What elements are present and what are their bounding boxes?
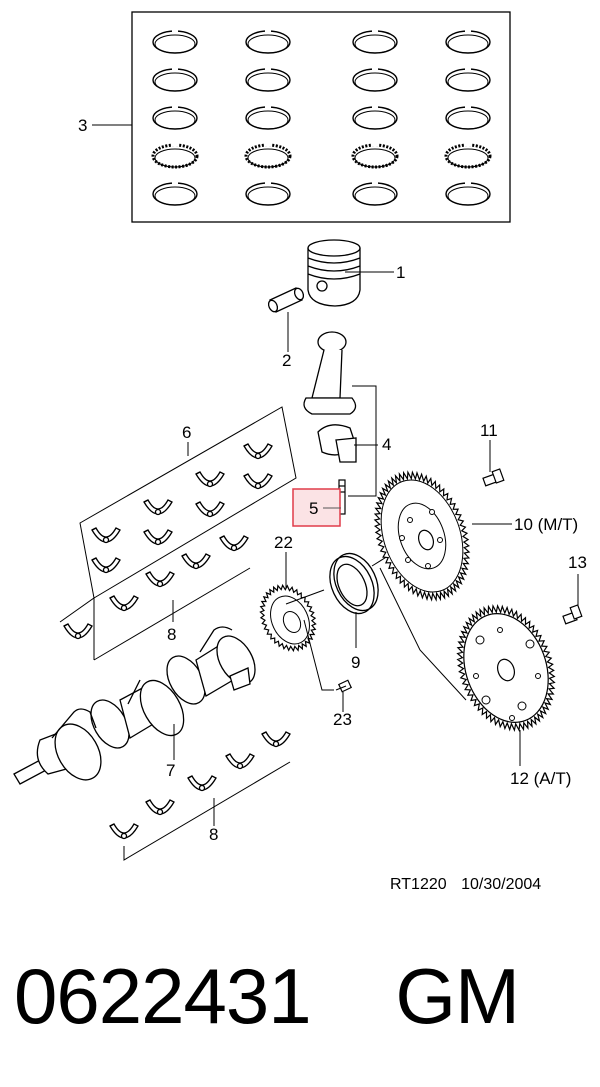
reference-date: 10/30/2004 xyxy=(461,876,542,893)
piston-ring xyxy=(352,105,398,130)
main-bearing-upper-set xyxy=(59,535,251,661)
piston-ring xyxy=(244,143,292,169)
rod-bearing-set xyxy=(79,406,297,599)
connecting-rod xyxy=(303,331,357,463)
reference-code: RT1220 xyxy=(390,876,447,893)
bearing-shell xyxy=(91,557,121,574)
bearing-shell xyxy=(181,553,211,570)
flywheel-mt xyxy=(373,470,471,602)
bearing-shell xyxy=(261,731,291,748)
main-bearing-lower-set xyxy=(109,731,291,861)
callout-6[interactable]: 6 xyxy=(182,423,191,442)
piston-ring-set xyxy=(131,11,511,223)
piston-ring xyxy=(351,143,399,169)
piston-ring xyxy=(444,143,492,169)
callout-1[interactable]: 1 xyxy=(396,263,405,282)
sprocket-bolt xyxy=(335,679,353,693)
bearing-shell xyxy=(145,799,175,816)
piston-ring xyxy=(151,143,199,169)
piston-ring xyxy=(352,181,398,206)
bearing-shell xyxy=(63,623,93,640)
crank-sprocket xyxy=(259,583,325,653)
callout-12[interactable]: 12 (A/T) xyxy=(510,769,571,788)
piston-ring xyxy=(245,29,291,54)
brand-name: GM xyxy=(395,952,520,1040)
piston-ring xyxy=(152,29,198,54)
rear-oil-seal xyxy=(329,552,379,615)
callout-23[interactable]: 23 xyxy=(333,710,352,729)
callout-3[interactable]: 3 xyxy=(78,116,87,135)
piston-ring xyxy=(445,105,491,130)
part-number: 0622431 xyxy=(14,952,312,1040)
bearing-shell xyxy=(225,753,255,770)
piston-ring xyxy=(352,67,398,92)
drive-plate-at xyxy=(456,603,556,733)
piston-ring xyxy=(152,181,198,206)
piston-ring xyxy=(445,181,491,206)
piston-pin xyxy=(267,287,305,313)
callout-8-upper[interactable]: 8 xyxy=(167,625,176,644)
part-number-caption: 0622431 GM xyxy=(14,948,520,1044)
callout-2[interactable]: 2 xyxy=(282,351,291,370)
piston-ring xyxy=(445,29,491,54)
bearing-shell xyxy=(91,527,121,544)
bearing-shell xyxy=(243,473,273,490)
bearing-shell xyxy=(195,501,225,518)
piston xyxy=(307,239,361,307)
diagram-reference: RT1220 10/30/2004 xyxy=(390,876,551,894)
bearing-shell xyxy=(109,823,139,840)
bearing-shell xyxy=(143,499,173,516)
bearing-shell xyxy=(219,535,249,552)
bearing-shell xyxy=(195,471,225,488)
flywheel-bolt xyxy=(482,468,505,487)
callout-22[interactable]: 22 xyxy=(274,533,293,552)
piston-ring xyxy=(152,67,198,92)
callout-4[interactable]: 4 xyxy=(382,435,391,454)
callout-13[interactable]: 13 xyxy=(568,553,587,572)
piston-ring xyxy=(352,29,398,54)
crankshaft xyxy=(13,626,256,785)
callout-5[interactable]: 5 xyxy=(309,499,318,518)
drive-plate-bolt xyxy=(562,604,583,625)
piston-ring xyxy=(245,181,291,206)
bearing-shell xyxy=(187,775,217,792)
callout-9[interactable]: 9 xyxy=(351,653,360,672)
piston-ring xyxy=(245,67,291,92)
piston-ring xyxy=(152,105,198,130)
callout-10[interactable]: 10 (M/T) xyxy=(514,515,578,534)
callout-7[interactable]: 7 xyxy=(166,761,175,780)
piston-ring xyxy=(445,67,491,92)
bearing-shell xyxy=(143,529,173,546)
piston-ring xyxy=(245,105,291,130)
callout-8-lower[interactable]: 8 xyxy=(209,825,218,844)
bearing-shell xyxy=(243,443,273,460)
callout-11[interactable]: 11 xyxy=(480,421,498,440)
bearing-shell xyxy=(145,571,175,588)
bearing-shell xyxy=(109,595,139,612)
